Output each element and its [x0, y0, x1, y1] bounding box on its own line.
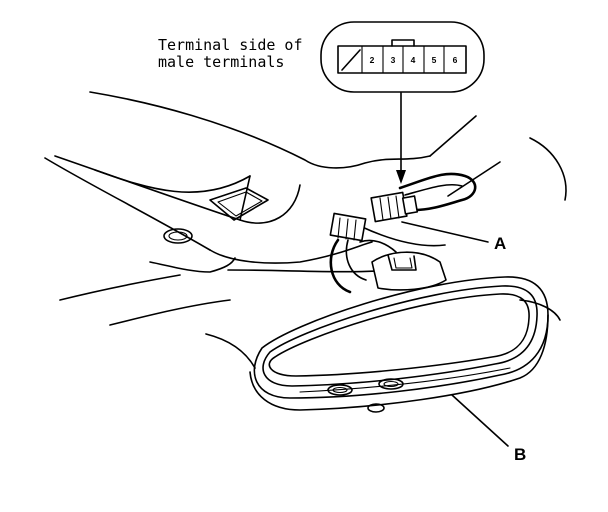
- mirror-sensor-left-inner: [332, 386, 348, 394]
- mirror-housing-inner: [262, 285, 538, 387]
- callout-a: A: [401, 221, 506, 253]
- mirror-mount-body: [371, 251, 447, 291]
- roof-edge-right: [529, 137, 567, 201]
- mirror-sensor-right: [378, 378, 404, 390]
- blank-terminal-slash: [341, 49, 361, 71]
- map-light-lens-inner: [217, 191, 263, 217]
- map-light-bezel-outer: [44, 157, 211, 251]
- sunroof-switch-button-inner: [168, 231, 188, 241]
- mirror-sensor-right-inner: [383, 380, 399, 388]
- roof-headliner: [44, 91, 567, 326]
- caption-line-2: male terminals: [158, 53, 284, 71]
- callout-b: B: [451, 394, 526, 464]
- mirror-connector-body: [329, 212, 367, 242]
- rearview-mirror-b: [249, 276, 549, 413]
- callout-b-leader: [451, 394, 509, 447]
- mirror-mount-clip: [387, 254, 417, 271]
- mirror-glass: [268, 293, 530, 377]
- mirror-switch-button: [367, 403, 385, 413]
- roof-panel-edge: [447, 161, 501, 197]
- sunroof-switch-button: [163, 228, 193, 244]
- trim-line-windshield: [205, 333, 256, 369]
- map-light-bezel-inner: [54, 155, 301, 224]
- mirror-base-cover: [149, 257, 236, 273]
- callout-a-leader: [401, 221, 489, 243]
- map-light-lens: [209, 187, 269, 221]
- trim-line-right-lower: [519, 299, 561, 321]
- harness-connector-a: [370, 172, 477, 223]
- connector-latch: [391, 39, 415, 47]
- mirror-mount-clip-inner: [393, 257, 413, 269]
- harness-connector-lock: [401, 195, 419, 215]
- mirror-housing-seam: [299, 367, 511, 393]
- callout-a-label: A: [494, 234, 506, 253]
- mirror-wire-top: [359, 239, 397, 253]
- terminal-side-caption: Terminal side of male terminals: [158, 36, 303, 71]
- mirror-housing-bottom: [249, 314, 549, 411]
- mirror-side-connector: [329, 212, 397, 294]
- trim-line-lower: [109, 299, 231, 326]
- mirror-mount: [371, 251, 447, 291]
- harness-wire-loop-inner: [404, 183, 463, 196]
- connector-face-inset: 2 3 4 5 6: [320, 21, 485, 93]
- terminal-6-label: 6: [453, 55, 458, 65]
- map-light-ridge: [94, 169, 251, 193]
- interior-trim-lines: [205, 299, 561, 369]
- connector-housing: [337, 45, 467, 74]
- inset-bubble: [320, 21, 485, 93]
- terminal-3-label: 3: [391, 55, 396, 65]
- callout-b-label: B: [514, 445, 526, 464]
- terminal-5-label: 5: [432, 55, 437, 65]
- terminal-dividers: [361, 45, 445, 74]
- inset-pointer-arrow: [396, 92, 406, 184]
- caption-line-1: Terminal side of: [158, 36, 303, 54]
- harness-wire-loop: [398, 172, 477, 212]
- headliner-lower-edge: [209, 241, 373, 264]
- mirror-wire-outer: [329, 238, 352, 294]
- terminal-4-label: 4: [411, 55, 416, 65]
- trim-line-right: [359, 225, 446, 247]
- mirror-wire-inner: [345, 239, 367, 281]
- mirror-sensor-left: [327, 384, 353, 396]
- headliner-front-edge: [89, 91, 431, 169]
- headliner-top-edge: [429, 115, 477, 157]
- terminal-2-label: 2: [370, 55, 375, 65]
- trim-line-left: [59, 274, 181, 301]
